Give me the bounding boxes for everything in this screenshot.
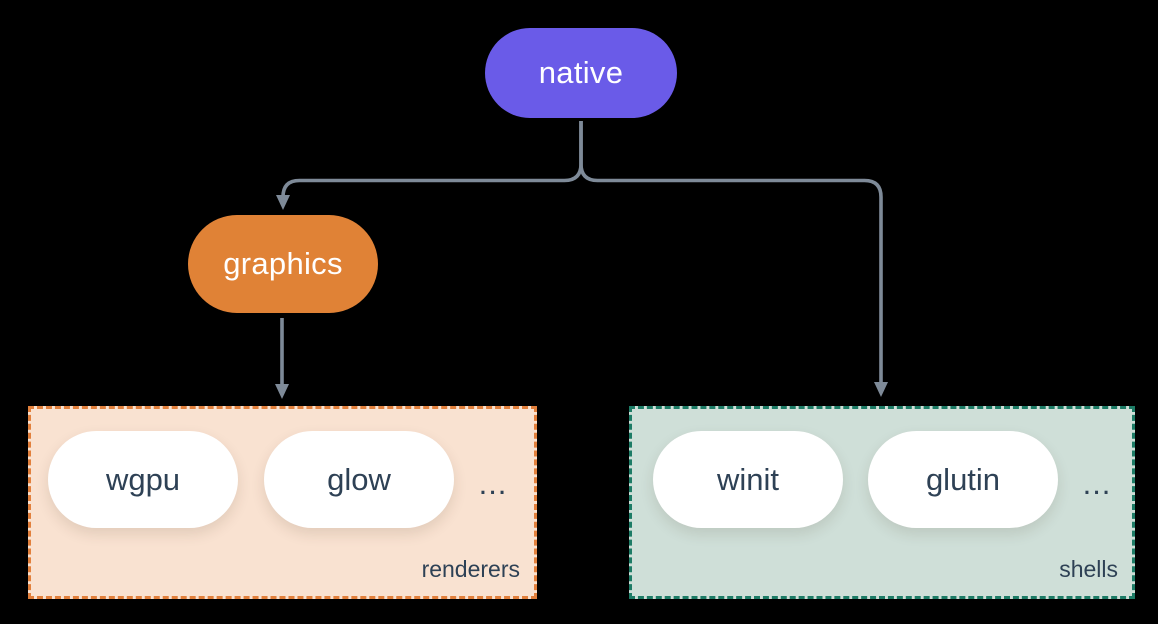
node-graphics: graphics (188, 215, 378, 313)
shells-ellipsis: ... (1082, 466, 1112, 501)
node-graphics-label: graphics (223, 246, 343, 281)
node-native: native (485, 28, 677, 118)
pill-glow-label: glow (327, 461, 391, 497)
group-shells: winit glutin ... shells (629, 406, 1135, 599)
edge-native-shells (579, 121, 888, 397)
pill-wgpu-label: wgpu (105, 461, 181, 497)
pill-glutin: glutin (868, 431, 1058, 528)
pill-wgpu: wgpu (48, 431, 238, 528)
node-native-label: native (538, 55, 624, 90)
edge-native-graphics (276, 121, 583, 210)
pill-winit: winit (653, 431, 843, 528)
group-renderers: wgpu glow ... renderers (28, 406, 537, 599)
pill-glutin-label: glutin (925, 461, 1001, 497)
group-shells-label: shells (1059, 556, 1118, 582)
renderers-ellipsis: ... (478, 466, 508, 501)
pill-glow: glow (264, 431, 454, 528)
pill-winit-label: winit (716, 461, 779, 497)
group-renderers-label: renderers (421, 556, 520, 582)
